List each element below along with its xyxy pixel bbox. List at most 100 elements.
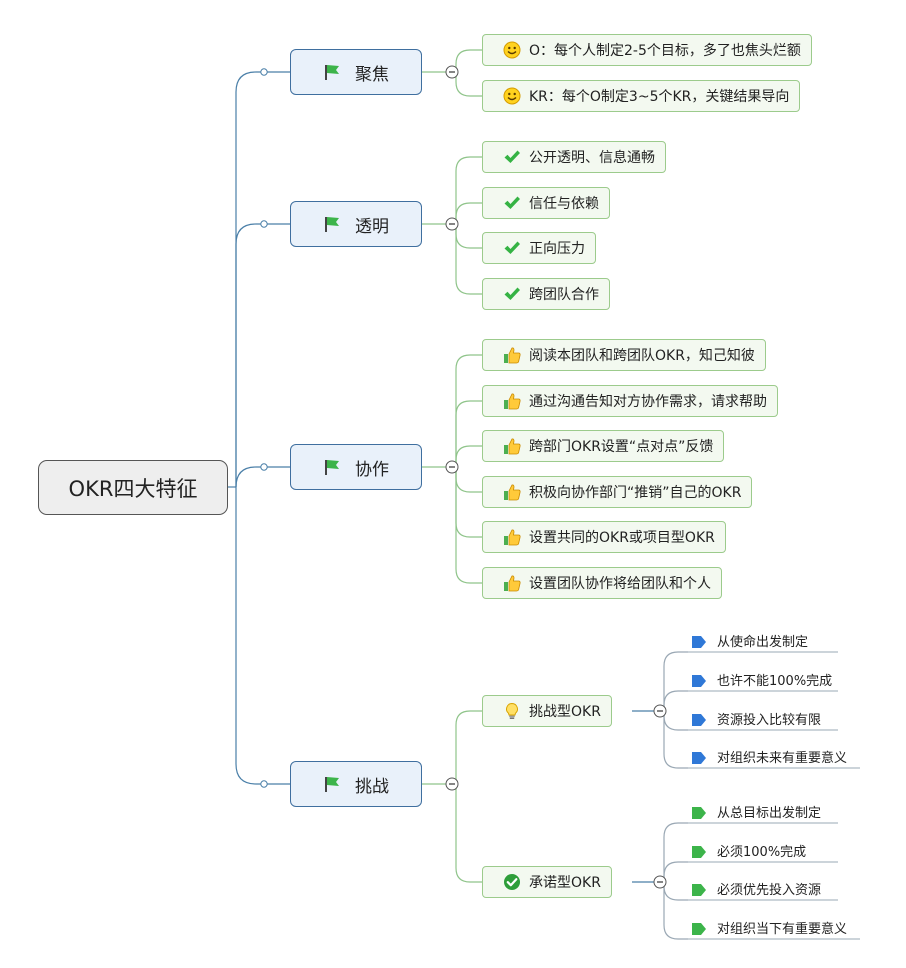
subtopic-label: 信任与依赖 (529, 196, 599, 212)
leaf-label: 对组织当下有重要意义 (717, 922, 848, 937)
leaf-label: 资源投入比较有限 (717, 713, 822, 728)
subtopic-label: 设置共同的OKR或项目型OKR (529, 530, 715, 546)
main-topic-label: 透明 (355, 216, 389, 237)
leaf-branch-line (660, 710, 688, 769)
smiley-icon (503, 87, 521, 105)
subtopic-aspirational-okr[interactable]: 挑战型OKR (482, 695, 612, 727)
leaf-must-complete[interactable]: 必须100%完成 (691, 840, 808, 862)
thumbs-up-icon (503, 483, 521, 501)
green-check-circle-icon (503, 873, 521, 891)
subtopic-open-information[interactable]: 公开透明、信息通畅 (482, 141, 666, 173)
leaf-priority-resources[interactable]: 必须优先投入资源 (691, 878, 823, 900)
subtopic-read-okr[interactable]: 阅读本团队和跨团队OKR，知己知彼 (482, 339, 766, 371)
leaf-branch-line (660, 690, 688, 712)
leaf-label: 必须优先投入资源 (717, 883, 822, 898)
lightbulb-icon (503, 702, 521, 720)
thumbs-up-icon (503, 437, 521, 455)
leaf-branch-line (660, 822, 688, 883)
subtopic-label: 积极向协作部门“推销”自己的OKR (529, 485, 742, 501)
main-topic-label: 聚焦 (355, 64, 389, 85)
main-topic-challenge[interactable]: 挑战 (290, 761, 422, 807)
branch-connector-dot (260, 780, 268, 788)
subtopic-branch-line (452, 783, 482, 883)
subtopic-branch-line (452, 445, 482, 468)
leaf-from-mission[interactable]: 从使命出发制定 (691, 630, 810, 652)
main-topic-label: 挑战 (355, 776, 389, 797)
leaf-label: 必须100%完成 (717, 845, 807, 860)
subtopic-kr-count[interactable]: KR：每个O制定3~5个KR，关键结果导向 (482, 80, 801, 112)
leaf-label: 对组织未来有重要意义 (717, 751, 848, 766)
subtopic-branch-line (452, 202, 482, 225)
leaf-may-not-complete[interactable]: 也许不能100%完成 (691, 669, 834, 691)
green-flag-icon (323, 775, 341, 793)
checkmark-icon (503, 148, 521, 166)
leaf-future-importance[interactable]: 对组织未来有重要意义 (691, 746, 849, 768)
subtopic-committed-okr[interactable]: 承诺型OKR (482, 866, 612, 898)
subtopic-promote-okr[interactable]: 积极向协作部门“推销”自己的OKR (482, 476, 753, 508)
subtopic-branch-line (452, 223, 482, 295)
main-branch-line (235, 487, 290, 785)
subtopic-trust[interactable]: 信任与依赖 (482, 187, 610, 219)
blue-tag-icon (691, 673, 707, 689)
branch-connector-dot (260, 463, 268, 471)
subtopic-branch-line (452, 354, 482, 468)
leaf-label: 从总目标出发制定 (717, 806, 822, 821)
main-branch-line (235, 71, 290, 487)
subtopic-branch-line (452, 400, 482, 468)
subtopic-shared-okr[interactable]: 设置共同的OKR或项目型OKR (482, 521, 726, 553)
main-branch-line (235, 466, 290, 488)
leaf-present-importance[interactable]: 对组织当下有重要意义 (691, 917, 849, 939)
subtopic-label: 正向压力 (529, 241, 585, 257)
subtopic-label: 阅读本团队和跨团队OKR，知己知彼 (529, 348, 755, 364)
checkmark-icon (503, 194, 521, 212)
green-tag-icon (691, 882, 707, 898)
subtopic-peer-feedback[interactable]: 跨部门OKR设置“点对点”反馈 (482, 430, 725, 462)
subtopic-team-collaboration[interactable]: 设置团队协作将给团队和个人 (482, 567, 722, 599)
subtopic-label: 跨团队合作 (529, 287, 599, 303)
root-topic[interactable]: OKR四大特征 (38, 460, 228, 515)
subtopic-label: 承诺型OKR (529, 875, 601, 891)
thumbs-up-icon (503, 528, 521, 546)
leaf-branch-line (660, 861, 688, 883)
subtopic-communicate-needs[interactable]: 通过沟通告知对方协作需求，请求帮助 (482, 385, 778, 417)
main-topic-transparency[interactable]: 透明 (290, 201, 422, 247)
subtopic-branch-line (452, 49, 482, 73)
leaf-limited-resources[interactable]: 资源投入比较有限 (691, 708, 823, 730)
leaf-label: 从使命出发制定 (717, 635, 809, 650)
subtopic-label: 挑战型OKR (529, 704, 601, 720)
subtopic-cross-team[interactable]: 跨团队合作 (482, 278, 610, 310)
subtopic-branch-line (452, 156, 482, 225)
subtopic-label: 设置团队协作将给团队和个人 (529, 576, 711, 592)
subtopic-branch-line (452, 710, 482, 785)
subtopic-label: 通过沟通告知对方协作需求，请求帮助 (529, 394, 767, 410)
smiley-icon (503, 41, 521, 59)
main-topic-label: 协作 (355, 459, 389, 480)
subtopic-label: KR：每个O制定3~5个KR，关键结果导向 (529, 89, 790, 105)
leaf-label: 也许不能100%完成 (717, 674, 833, 689)
subtopic-branch-line (452, 466, 482, 584)
blue-tag-icon (691, 712, 707, 728)
green-flag-icon (323, 215, 341, 233)
subtopic-positive-pressure[interactable]: 正向压力 (482, 232, 596, 264)
main-topic-focus[interactable]: 聚焦 (290, 49, 422, 95)
green-tag-icon (691, 844, 707, 860)
root-topic-label: OKR四大特征 (68, 476, 198, 501)
blue-tag-icon (691, 750, 707, 766)
leaf-branch-line (660, 881, 688, 940)
subtopic-label: O：每个人制定2-5个目标，多了也焦头烂额 (529, 43, 801, 59)
subtopic-branch-line (452, 71, 482, 97)
green-tag-icon (691, 921, 707, 937)
main-topic-collaboration[interactable]: 协作 (290, 444, 422, 490)
green-flag-icon (323, 458, 341, 476)
subtopic-objective-count[interactable]: O：每个人制定2-5个目标，多了也焦头烂额 (482, 34, 812, 66)
green-tag-icon (691, 805, 707, 821)
leaf-from-overall-goal[interactable]: 从总目标出发制定 (691, 801, 823, 823)
subtopic-label: 公开透明、信息通畅 (529, 150, 655, 166)
main-branch-line (235, 223, 290, 487)
green-flag-icon (323, 63, 341, 81)
thumbs-up-icon (503, 346, 521, 364)
thumbs-up-icon (503, 574, 521, 592)
blue-tag-icon (691, 634, 707, 650)
subtopic-label: 跨部门OKR设置“点对点”反馈 (529, 439, 714, 455)
